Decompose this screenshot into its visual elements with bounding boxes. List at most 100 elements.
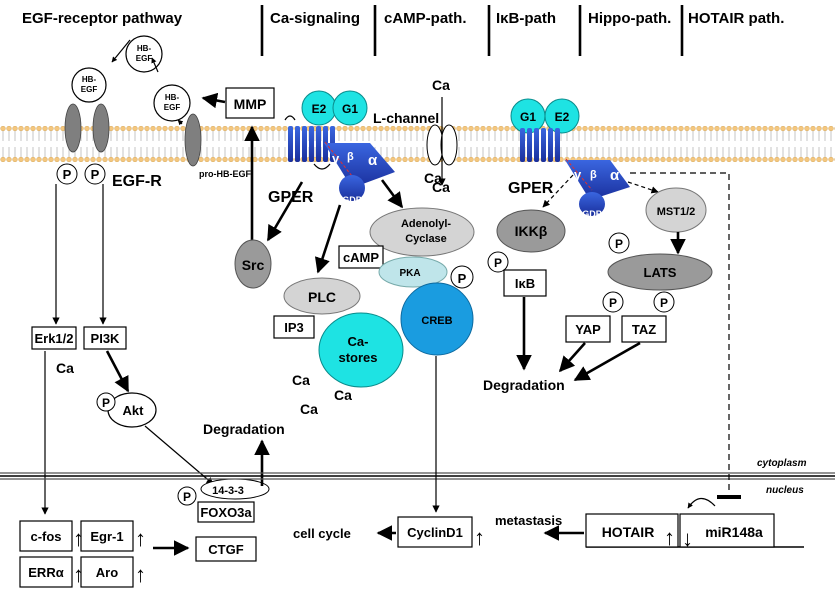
- ctgf-label: CTGF: [208, 542, 243, 557]
- aro-box: [80, 556, 134, 588]
- phosphate-circle: [608, 232, 630, 254]
- creb-protein: [400, 282, 474, 356]
- cyclind1-box: [397, 516, 473, 548]
- header-hotair: HOTAIR path.: [688, 10, 784, 27]
- cyclind1-label: CyclinD1: [407, 525, 463, 540]
- header-dividers: [260, 5, 684, 56]
- complex-14-3-3-label: 14-3-3: [212, 485, 244, 497]
- metastasis-label: metastasis: [495, 513, 562, 528]
- g1-ligand: [332, 90, 368, 126]
- svg-text:E2: E2: [555, 110, 570, 124]
- up-arrow: ↑: [73, 526, 84, 551]
- mir148a-label: miR148a: [705, 524, 763, 540]
- lats-protein: [607, 253, 713, 291]
- plc-label: PLC: [308, 289, 336, 305]
- yap-label: YAP: [575, 322, 601, 337]
- phosphate-circle: [487, 251, 509, 273]
- pro-hb-egf-protein: [184, 113, 202, 167]
- ca-stores: [318, 312, 404, 388]
- svg-text:GDP: GDP: [582, 209, 602, 219]
- svg-text:HB-: HB-: [165, 93, 180, 102]
- ca-stores-label-1: Ca-: [348, 334, 369, 349]
- plc-protein: [283, 277, 361, 315]
- phosphate-circle: [84, 163, 106, 185]
- egfr-label: EGF-R: [112, 173, 162, 190]
- akt-label: Akt: [123, 403, 145, 418]
- adenylyl-cyclase-label-2: Cyclase: [405, 233, 447, 245]
- camp-box: [338, 245, 384, 269]
- hippo-degradation-label: Degradation: [483, 377, 565, 393]
- svg-text:P: P: [91, 167, 100, 182]
- header-camp: cAMP-path.: [384, 10, 467, 27]
- up-arrow: ↑: [474, 525, 485, 550]
- svg-text:EGF: EGF: [164, 103, 181, 112]
- hotair-label: HOTAIR: [602, 524, 655, 540]
- svg-text:EGF: EGF: [136, 54, 153, 63]
- camp-label: cAMP: [343, 250, 379, 265]
- aro-label: Aro: [96, 565, 118, 580]
- phosphate-circle: [653, 291, 675, 313]
- cfos-label: c-fos: [30, 529, 61, 544]
- pka-label: PKA: [399, 268, 420, 279]
- ca-ion-label: Ca: [334, 387, 352, 403]
- svg-text:P: P: [615, 237, 623, 251]
- svg-text:HB-: HB-: [82, 75, 97, 84]
- egr1-label: Egr-1: [90, 529, 123, 544]
- e2-ligand: [544, 98, 580, 134]
- ikkb-protein: [496, 209, 566, 253]
- cell-cycle-label: cell cycle: [293, 526, 351, 541]
- svg-text:P: P: [458, 271, 467, 286]
- ca-ion-label: Ca: [56, 360, 74, 376]
- phosphate-circle: [96, 392, 116, 412]
- egr1-box: [80, 520, 134, 552]
- up-arrow: ↑: [664, 525, 675, 550]
- pro-hb-egf-label: pro-HB-EGF: [199, 169, 251, 179]
- cell-membrane: [0, 126, 835, 162]
- creb-label: CREB: [421, 315, 452, 327]
- erra-box: [19, 556, 73, 588]
- svg-text:G1: G1: [342, 102, 358, 116]
- ip3-label: IP3: [284, 320, 304, 335]
- lats-label: LATS: [644, 265, 677, 280]
- svg-text:P: P: [609, 296, 617, 310]
- src-protein: [234, 239, 272, 289]
- header-egf-receptor: EGF-receptor pathway: [22, 10, 183, 27]
- pi3k-box: [83, 326, 127, 350]
- ca-stores-label-2: stores: [338, 350, 377, 365]
- header-hippo: Hippo-path.: [588, 10, 671, 27]
- svg-text:β: β: [590, 169, 597, 181]
- svg-text:P: P: [660, 296, 668, 310]
- up-arrow: ↑: [73, 562, 84, 587]
- erra-label: ERRα: [28, 565, 63, 580]
- foxo3a-box: [197, 501, 255, 523]
- hb-egf-ligand: HB- EGF: [71, 67, 107, 103]
- svg-text:G1: G1: [520, 110, 536, 124]
- mmp-label: MMP: [234, 96, 267, 112]
- up-arrow: ↑: [135, 562, 146, 587]
- adenylyl-cyclase-label-1: Adenolyl-: [401, 218, 451, 230]
- svg-text:γ: γ: [332, 151, 340, 166]
- hb-egf-ligand: HB- EGF: [153, 84, 191, 122]
- svg-text:P: P: [102, 396, 110, 410]
- phosphate-circle: [602, 291, 624, 313]
- gper-receptor-right: [520, 128, 560, 162]
- svg-text:β: β: [347, 151, 354, 163]
- phosphate-circle: [56, 163, 78, 185]
- l-channel-label: L-channel: [373, 110, 439, 126]
- nuclear-envelope: [0, 472, 835, 480]
- up-arrow: ↑: [135, 526, 146, 551]
- ikkb-label: IKKβ: [515, 223, 548, 239]
- svg-text:P: P: [183, 490, 191, 504]
- svg-text:GDP: GDP: [342, 195, 362, 205]
- cfos-box: [19, 520, 73, 552]
- g-protein-left: [324, 141, 395, 201]
- svg-text:γ: γ: [574, 167, 582, 182]
- phosphate-circle: [450, 265, 474, 289]
- egfr-receptor: [64, 103, 82, 153]
- ctgf-box: [195, 536, 257, 562]
- gper-receptor-left: [284, 115, 335, 170]
- pka-protein: [378, 256, 448, 288]
- nucleus-label: nucleus: [766, 485, 804, 496]
- mmp-box: [225, 87, 275, 119]
- svg-text:P: P: [494, 256, 502, 270]
